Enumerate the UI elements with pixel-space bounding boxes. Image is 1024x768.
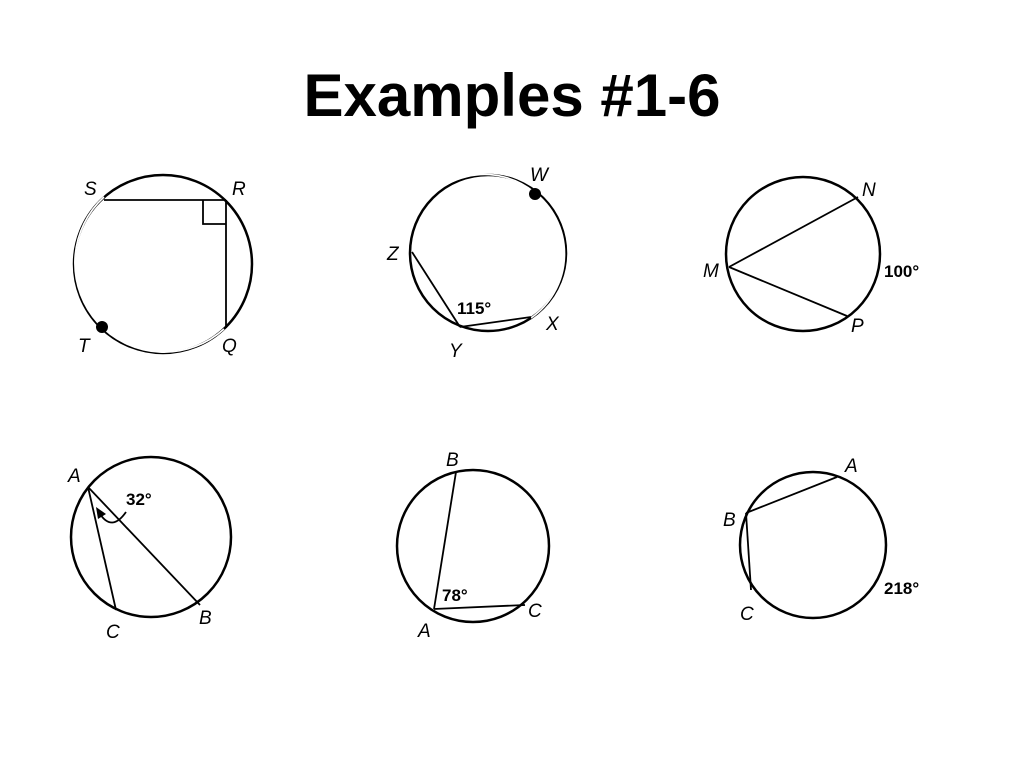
example-2-thin-arc: [412, 173, 535, 223]
example-5-circle: [395, 468, 551, 624]
example-4-circle: [69, 455, 233, 619]
example-2-chord-zy: [411, 251, 461, 328]
example-5-chord-ac: [433, 604, 526, 610]
slide-title: Examples #1-6: [303, 62, 721, 129]
example-2-label-z: Z: [386, 244, 400, 265]
example-1-label-r: R: [232, 179, 246, 200]
example-3-label-p: P: [851, 316, 864, 337]
example-4-chord-ab: [87, 486, 201, 606]
example-1: S R T Q: [72, 173, 254, 357]
example-6-measure: 218°: [884, 579, 919, 598]
example-1-label-s: S: [84, 179, 97, 200]
example-5-label-c: C: [528, 601, 542, 622]
example-4-chord-ac: [87, 486, 117, 611]
example-6-chord-ab: [745, 476, 838, 514]
example-2-label-w: W: [530, 165, 550, 186]
example-2-chord-yx: [459, 316, 532, 328]
example-2: W Z Y X 115°: [386, 165, 568, 362]
example-3-label-n: N: [862, 180, 876, 201]
example-4-label-b: B: [199, 608, 212, 629]
example-2-label-x: X: [545, 314, 560, 335]
example-2-measure: 115°: [457, 299, 491, 318]
example-2-label-y: Y: [449, 341, 463, 362]
example-5-label-a: A: [417, 621, 431, 642]
example-3: N M P 100°: [703, 175, 919, 337]
example-2-thin-arc-right: [530, 191, 566, 319]
example-5-label-b: B: [446, 450, 459, 471]
example-4-angle-arrow: [99, 511, 127, 524]
example-3-label-m: M: [703, 261, 719, 282]
example-3-chord-mn: [728, 196, 859, 268]
example-3-measure: 100°: [884, 262, 919, 281]
example-2-point-w-dot: [529, 188, 541, 200]
example-6-label-a: A: [844, 456, 858, 477]
example-1-label-t: T: [78, 336, 91, 357]
example-4-angle-arrowhead: [96, 507, 106, 519]
example-1-label-q: Q: [222, 336, 237, 357]
example-6: A B C 218°: [723, 456, 919, 625]
example-5-chord-ba: [433, 471, 457, 610]
example-3-circle: [724, 175, 882, 333]
example-3-chord-mp: [728, 266, 848, 317]
example-5-measure: 78°: [442, 586, 468, 605]
example-6-circle: [738, 470, 888, 620]
example-6-label-b: B: [723, 510, 736, 531]
example-5: B A C 78°: [395, 450, 551, 642]
example-4-label-a: A: [67, 466, 81, 487]
example-1-point-t-dot: [96, 321, 108, 333]
example-4-label-c: C: [106, 622, 120, 643]
example-6-label-c: C: [740, 604, 754, 625]
example-4: A C B 32°: [67, 455, 233, 643]
example-6-chord-bc: [745, 512, 752, 591]
example-4-measure: 32°: [126, 490, 152, 509]
example-1-circle: [72, 173, 254, 355]
example-1-right-angle-marker: [202, 200, 226, 225]
